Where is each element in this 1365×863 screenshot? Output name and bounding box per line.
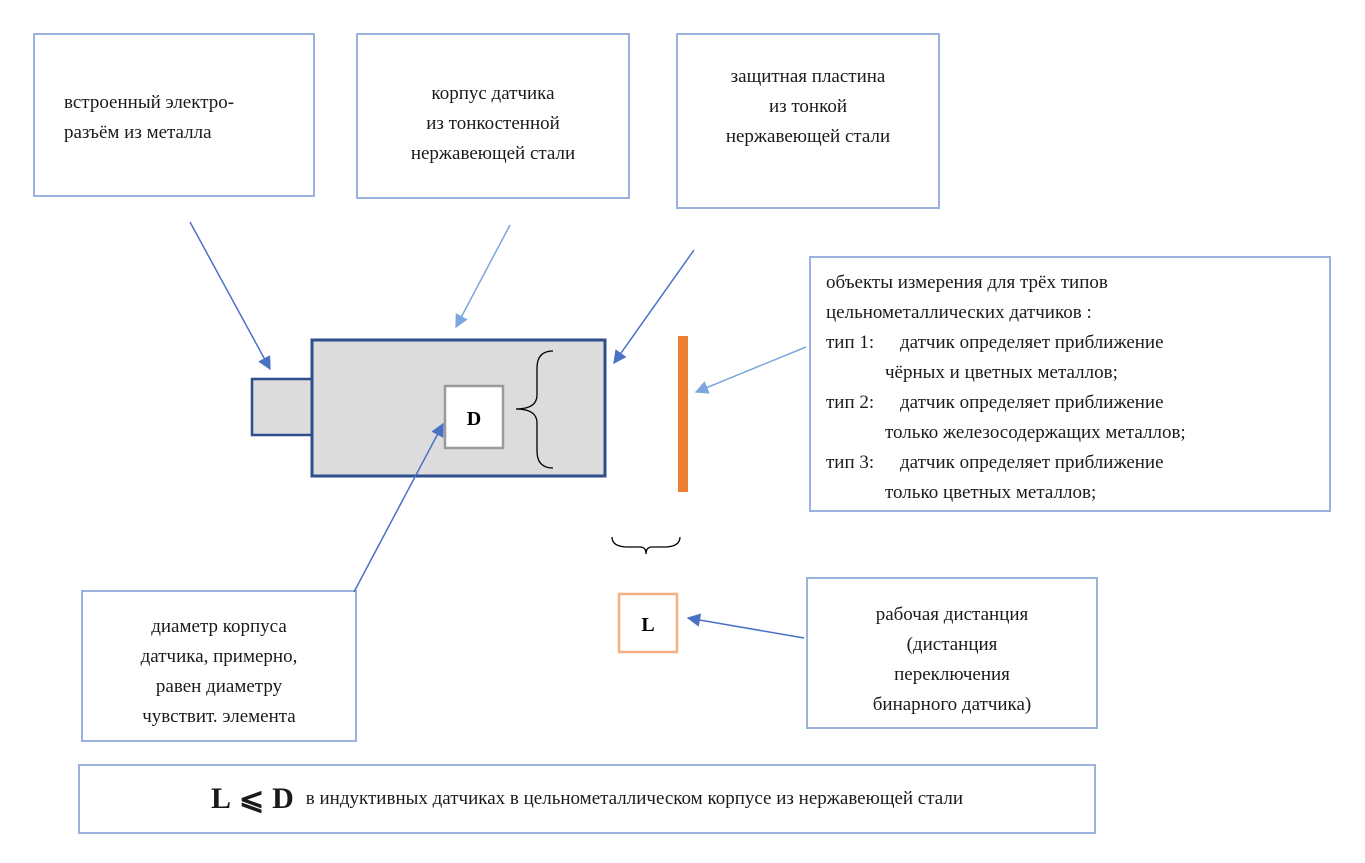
objects-callout	[809, 256, 1331, 512]
distance-callout	[806, 577, 1098, 729]
housing-callout	[356, 33, 630, 199]
plate-arrow	[613, 249, 695, 365]
distance-arrow	[686, 613, 805, 639]
type-1-item: тип 1: датчик определяет приближение	[826, 332, 1164, 353]
diameter-callout	[81, 590, 357, 742]
type-2-item: тип 2: датчик определяет приближение	[826, 392, 1164, 413]
formula-caption: в индуктивных датчиках в цельнометалличе…	[305, 788, 964, 809]
diameter-callout-text: диаметр корпуса датчика, примерно, равен…	[140, 616, 298, 727]
formula-operator: ⩽	[238, 782, 265, 816]
objects-callout-text: объекты измерения для трёх типов цельном…	[826, 272, 1186, 503]
distance-callout-text: рабочая дистанция (дистанция переключени…	[872, 604, 1032, 715]
distance-l-box	[617, 592, 679, 654]
formula-rhs: D	[272, 782, 294, 815]
objects-arrow	[694, 346, 807, 394]
formula-box	[78, 764, 1096, 834]
connector-arrow	[189, 221, 271, 371]
sensing-element-label: D	[467, 408, 481, 430]
formula-text: L ⩽ D в индуктивных датчиках в цельномет…	[78, 764, 1096, 834]
housing-arrow	[455, 224, 511, 329]
housing-brace	[515, 350, 554, 469]
housing-callout-text: корпус датчика из тонкостенной нержавеющ…	[410, 83, 576, 164]
sensing-element-box	[443, 384, 505, 450]
distance-label: L	[641, 614, 654, 636]
diameter-arrow	[353, 422, 444, 593]
plate-callout	[676, 33, 940, 209]
connector-shape	[250, 377, 316, 437]
plate-callout-text: защитная пластина из тонкой нержавеющей …	[725, 66, 891, 147]
connector-callout	[33, 33, 315, 197]
formula-lhs: L	[210, 782, 231, 815]
distance-brace	[611, 536, 681, 555]
type-3-item: тип 3: датчик определяет приближение	[826, 452, 1164, 473]
target-object-bar	[678, 336, 688, 492]
connector-callout-text: встроенный электро- разъём из металла	[64, 92, 235, 143]
